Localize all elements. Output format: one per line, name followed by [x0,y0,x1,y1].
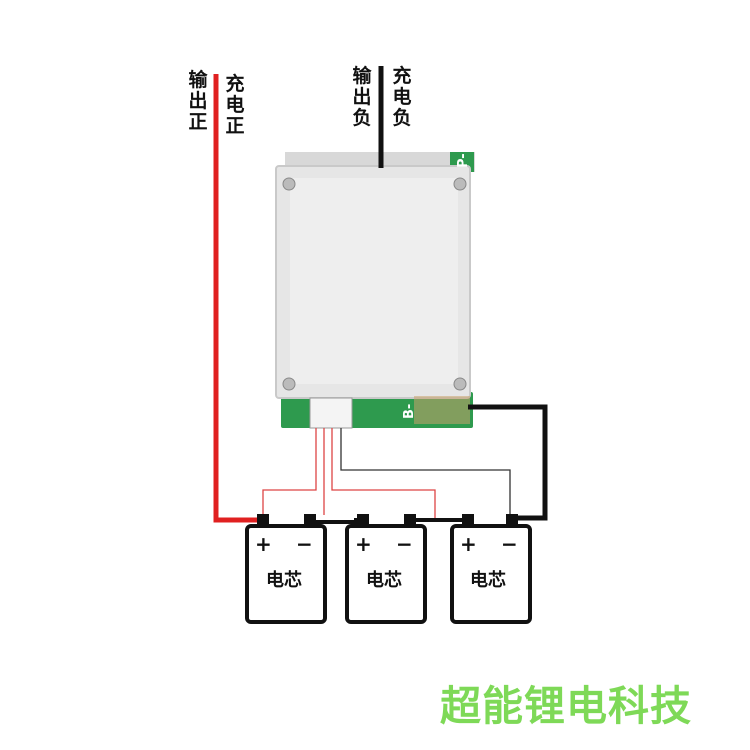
sense-wires [262,428,511,518]
battery-cell: + − 电芯 [245,514,327,624]
battery-cell: + − 电芯 [345,514,427,624]
positive-wire [213,74,262,523]
svg-text:−: − [396,532,413,556]
svg-text:−: − [296,532,313,556]
screw-icon [282,177,467,391]
series-link-1 [308,518,358,524]
charge-positive-label: 充电正 [225,73,245,137]
b-minus-wire [468,404,548,521]
cell-label: 电芯 [366,569,402,591]
charge-negative-label: 充电负 [392,65,412,129]
output-positive-label: 输出正 [188,69,208,133]
brand-title: 超能锂电科技 [440,682,692,730]
balance-connector [309,397,353,429]
cell-label: 电芯 [470,569,506,591]
p-minus-label: P- [456,153,471,168]
cell-label: 电芯 [266,569,302,591]
svg-text:+: + [355,532,372,556]
series-link-2 [408,518,464,522]
output-negative-label: 输出负 [352,65,372,129]
battery-cell: + − 电芯 [450,514,532,624]
svg-text:+: + [255,532,272,556]
svg-text:+: + [460,532,477,556]
b-minus-label: B- [402,404,417,419]
svg-text:−: − [501,532,518,556]
